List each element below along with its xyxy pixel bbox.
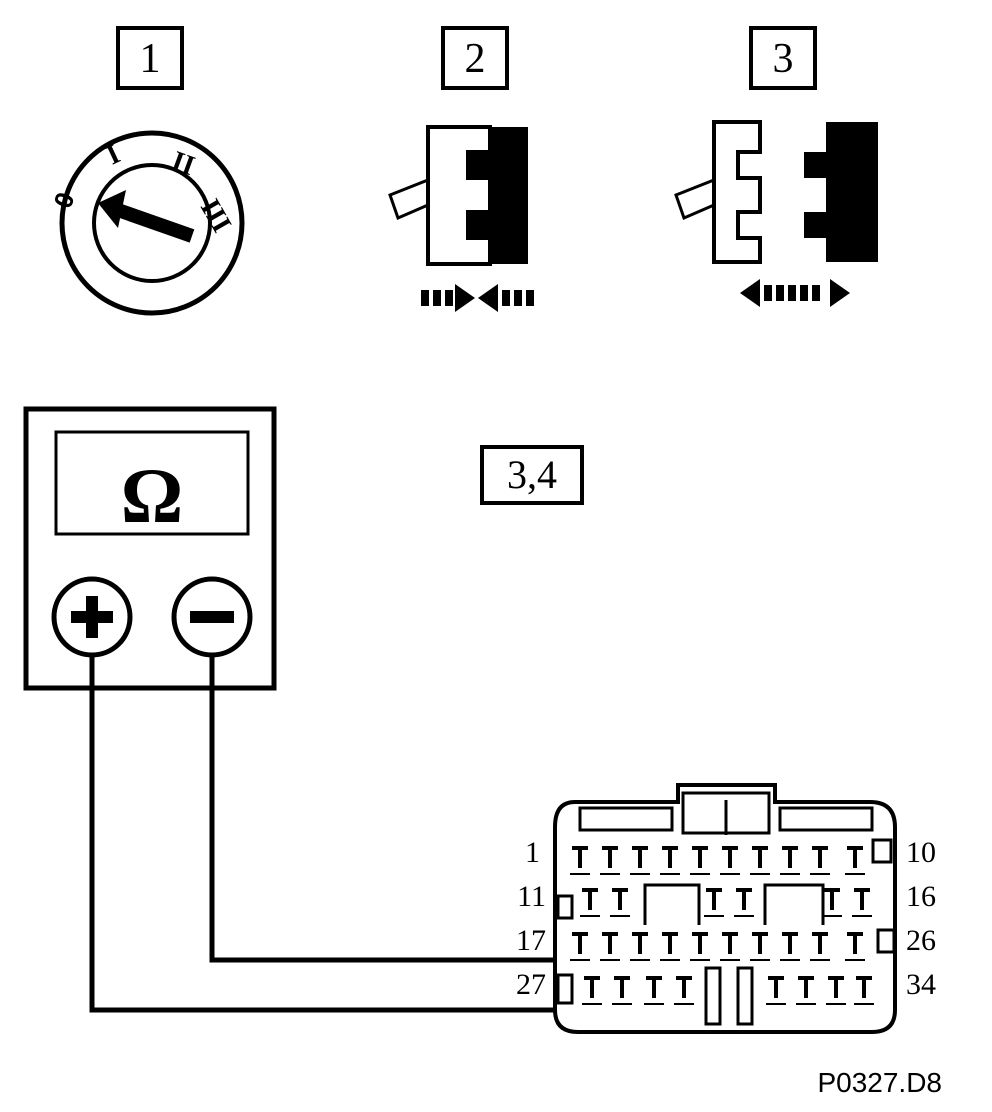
- connector-pin-27: [582, 976, 602, 1005]
- pin-label-1: 1: [525, 836, 540, 869]
- ignition-inner-ring: [92, 163, 212, 283]
- step-2-box: 2: [441, 26, 509, 90]
- ignition-key-arrow-icon: [98, 190, 195, 243]
- connector-pin-4: [660, 846, 680, 875]
- connector-pin-5: [690, 846, 710, 875]
- figure-id: P0327.D8: [817, 1067, 942, 1098]
- connector-pin-6: [720, 846, 740, 875]
- connector-face: [553, 783, 897, 1034]
- step-34-label: 3,4: [507, 452, 557, 497]
- connector-pin-31: [766, 976, 786, 1005]
- negative-test-lead: [209, 655, 630, 963]
- step-1-label: 1: [140, 36, 161, 82]
- connector-divider: [763, 883, 825, 925]
- connector-pin-26: [845, 932, 865, 961]
- connector-pin-30: [674, 976, 694, 1005]
- connector-pin-21: [690, 932, 710, 961]
- step-34-box: 3,4: [480, 445, 584, 505]
- connector-pin-8: [780, 846, 800, 875]
- connector-pin-16: [852, 888, 872, 917]
- connector-pin-33: [826, 976, 846, 1005]
- connector-pin-19: [630, 932, 650, 961]
- connector-pin-7: [750, 846, 770, 875]
- ohmmeter-display: [54, 430, 250, 536]
- ohmmeter-body: [23, 406, 277, 691]
- ignition-pos-2: II: [168, 145, 199, 182]
- connector-pin-22: [720, 932, 740, 961]
- plus-icon: [71, 596, 113, 638]
- ignition-pos-0: 0: [47, 188, 80, 212]
- connector-pin-17: [570, 932, 590, 961]
- connector-pin-24: [780, 932, 800, 961]
- push-together-arrows-icon: [421, 284, 534, 312]
- positive-test-lead: [89, 655, 590, 1013]
- connector-pin-28: [612, 976, 632, 1005]
- connector-pin-14: [734, 888, 754, 917]
- connector-pin-29: [644, 976, 664, 1005]
- pull-apart-arrows-icon: [740, 279, 850, 307]
- connector-pin-15: [822, 888, 842, 917]
- ignition-pos-3: III: [194, 194, 237, 238]
- connector-pin-13: [704, 888, 724, 917]
- connector-pin-1: [570, 846, 590, 875]
- connector-divider: [643, 883, 701, 925]
- connector-pin-23: [750, 932, 770, 961]
- pin-label-16: 16: [906, 880, 936, 913]
- ignition-pos-1: I: [102, 139, 125, 172]
- ohmmeter: Ω: [23, 406, 277, 691]
- step-3-label: 3: [773, 36, 794, 82]
- connector-pin-34: [854, 976, 874, 1005]
- ignition-switch: 0 I II III: [47, 130, 245, 316]
- connector-pin-18: [600, 932, 620, 961]
- step-1-box: 1: [116, 26, 184, 90]
- pin-label-17: 17: [516, 924, 546, 957]
- ohm-symbol: Ω: [121, 452, 183, 539]
- connector-pin-9: [810, 846, 830, 875]
- connector-pin-20: [660, 932, 680, 961]
- connector-pin-32: [796, 976, 816, 1005]
- pin-label-34: 34: [906, 968, 936, 1001]
- pin-label-26: 26: [906, 924, 936, 957]
- step-2-label: 2: [465, 36, 486, 82]
- step-3-box: 3: [749, 26, 817, 90]
- minus-icon: [190, 611, 234, 623]
- ignition-outer-ring: [59, 130, 245, 316]
- pin-label-27: 27: [516, 968, 546, 1001]
- connector-pin-2: [600, 846, 620, 875]
- connector-pin-25: [810, 932, 830, 961]
- connector-pin-11: [580, 888, 600, 917]
- connector-pins: [570, 846, 874, 1005]
- connector-pin-10: [845, 846, 865, 875]
- pin-label-11: 11: [517, 880, 546, 913]
- connector-disconnected-icon: [674, 120, 878, 307]
- pin-label-10: 10: [906, 836, 936, 869]
- connector-connected-icon: [388, 125, 534, 312]
- connector-pin-12: [610, 888, 630, 917]
- connector-pin-3: [630, 846, 650, 875]
